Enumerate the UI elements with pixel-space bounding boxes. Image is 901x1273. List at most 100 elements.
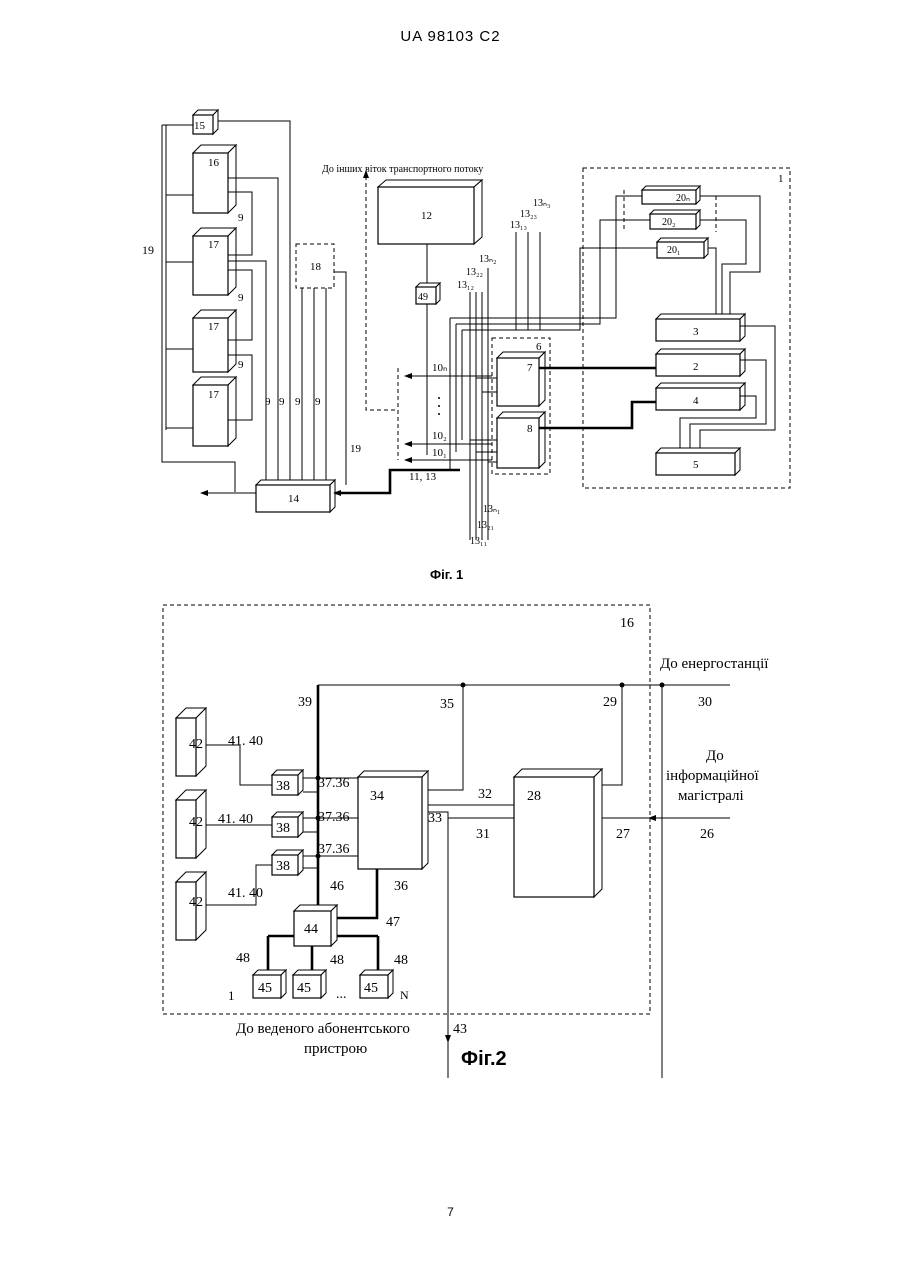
label-32: 32 <box>478 787 492 802</box>
fig2-caption: Фіг.2 <box>461 1048 507 1070</box>
taps-to-7-8 <box>470 378 497 462</box>
label-1311: 13₁₁ <box>470 536 487 547</box>
block-38-c-label: 38 <box>276 859 290 874</box>
label-43: 43 <box>453 1022 467 1037</box>
label-9-f: 9 <box>295 396 301 408</box>
block-8-label: 8 <box>527 423 533 435</box>
block-8: 8 <box>497 412 545 468</box>
wire-17-to-14 <box>228 261 266 485</box>
dot <box>438 397 440 399</box>
wire-201-3 <box>708 248 716 315</box>
block-3-label: 3 <box>693 326 699 338</box>
bundle-13-upper <box>516 232 540 330</box>
block-20n: 20ₙ <box>642 186 700 204</box>
block-4: 4 <box>656 383 745 410</box>
label-30: 30 <box>698 695 712 710</box>
block-202-label: 20₂ <box>662 217 676 228</box>
block-38-b-label: 38 <box>276 821 290 836</box>
block-16-label: 16 <box>208 157 220 169</box>
block-7-label: 7 <box>527 362 533 374</box>
dot <box>438 405 440 407</box>
block-42-b-label: 42 <box>189 815 203 830</box>
block-202: 20₂ <box>650 210 700 229</box>
label-1322: 13₂₂ <box>466 267 483 278</box>
label-4140-a: 41. 40 <box>228 734 263 749</box>
block-17-c: 17 <box>193 377 236 446</box>
label-3736-a: 37.36 <box>318 776 350 791</box>
label-33: 33 <box>428 811 442 826</box>
block-38-b: 38 <box>272 812 303 837</box>
block-17-c-label: 17 <box>208 389 220 401</box>
block-4-label: 4 <box>693 395 699 407</box>
link-42a-38a <box>206 745 272 785</box>
label-13n3: 13ₙ₃ <box>533 198 550 209</box>
block-38-c: 38 <box>272 850 303 875</box>
block-34: 34 <box>358 771 428 869</box>
label-11-13: 11, 13 <box>409 471 437 483</box>
block-6-label: 6 <box>536 341 542 353</box>
block-49-label: 49 <box>418 292 428 303</box>
block-45-a-label: 45 <box>258 981 272 996</box>
label-48-a: 48 <box>236 951 250 966</box>
label-10n: 10ₙ <box>432 362 447 374</box>
block-16: 16 <box>193 145 236 213</box>
block-5-label: 5 <box>693 459 699 471</box>
label-19-mid: 19 <box>350 443 362 455</box>
block-45-c: 45 <box>360 970 393 998</box>
label-1313: 13₁₃ <box>510 220 527 231</box>
block-18: 18 <box>296 244 334 288</box>
label-1321: 13₂₁ <box>477 520 494 531</box>
arrowhead-14 <box>200 490 208 496</box>
label-102: 10₂ <box>432 430 447 442</box>
label-101: 10₁ <box>432 447 447 459</box>
label-1312: 13₁₂ <box>457 280 474 291</box>
block-44: 44 <box>294 905 337 946</box>
block-42-a: 42 <box>176 708 206 776</box>
label-3736-b: 37.36 <box>318 810 350 825</box>
label-9-a: 9 <box>238 212 244 224</box>
bundle-left <box>450 318 462 470</box>
block-12-label: 12 <box>421 210 432 222</box>
block-45-b: 45 <box>293 970 326 998</box>
block-12: 12 <box>378 180 482 244</box>
label-13n1: 13ₙ₁ <box>483 504 500 515</box>
block-28-label: 28 <box>527 789 541 804</box>
block-42-b: 42 <box>176 790 206 858</box>
label-9-b: 9 <box>238 292 244 304</box>
label-47: 47 <box>386 915 400 930</box>
arrowhead-43 <box>445 1035 451 1043</box>
label-46: 46 <box>330 879 344 894</box>
text-info-2: інформаційної <box>666 768 759 784</box>
text-subscriber-2: пристрою <box>304 1041 367 1057</box>
block-14: 14 <box>256 480 335 512</box>
block-15: 15 <box>193 110 218 134</box>
bus-taps <box>166 195 193 428</box>
wire-202-3 <box>700 220 746 315</box>
wire-18-right <box>334 272 346 485</box>
wires-18-to-14 <box>302 288 326 485</box>
label-26: 26 <box>700 827 714 842</box>
label-dots: ... <box>336 987 347 1002</box>
block-201-label: 20₁ <box>667 245 681 256</box>
block-7: 7 <box>497 352 545 406</box>
label-9-c: 9 <box>238 359 244 371</box>
label-1323: 13₂₃ <box>520 209 537 220</box>
label-48-b: 48 <box>330 953 344 968</box>
label-48-c: 48 <box>394 953 408 968</box>
block-5: 5 <box>656 448 740 475</box>
label-3736-c: 37.36 <box>318 842 350 857</box>
label-9-g: 9 <box>315 396 321 408</box>
figure-2: 16 До енергостанції 30 39 35 29 До інфор… <box>163 605 769 1078</box>
page-number: 7 <box>0 1205 901 1219</box>
label-31: 31 <box>476 827 490 842</box>
arrowhead-26 <box>648 815 656 821</box>
block-20n-label: 20ₙ <box>676 193 690 204</box>
block-14-label: 14 <box>288 493 300 505</box>
block-18-label: 18 <box>310 261 322 273</box>
label-4140-c: 41. 40 <box>228 886 263 901</box>
note-other-branches: До інших віток транспортного потоку <box>322 164 483 175</box>
block-201: 20₁ <box>657 238 708 258</box>
arrowhead-102 <box>404 441 412 447</box>
block-16-label: 16 <box>620 616 634 631</box>
